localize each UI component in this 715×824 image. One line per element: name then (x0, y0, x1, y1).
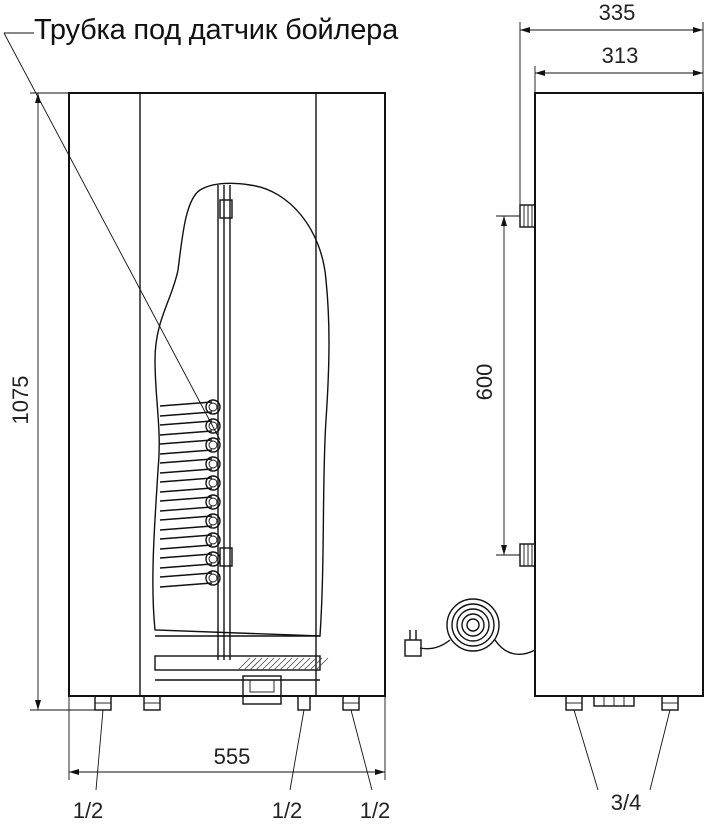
body-width-text: 313 (602, 43, 639, 68)
base-hatching (237, 657, 329, 671)
bracket-top (519, 204, 536, 228)
control-box-inner (249, 679, 275, 693)
cutaway-outline (152, 182, 330, 637)
pipe-middle-size: 1/2 (272, 798, 303, 823)
coil-turn-inner (208, 535, 218, 545)
pipe-right-size: 1/2 (360, 798, 391, 823)
pipe-left (94, 695, 112, 711)
total-arrow-right (693, 27, 703, 33)
hatch-line (297, 657, 311, 671)
coil-turn-inner (208, 478, 218, 488)
hatch-line (273, 657, 287, 671)
hatch-line (309, 657, 323, 671)
hatch-line (249, 657, 263, 671)
width-dimension-text: 555 (214, 744, 251, 769)
hatch-line (243, 657, 257, 671)
coil-turn-inner (208, 554, 218, 564)
height-dimension-text: 1075 (8, 376, 33, 425)
side-control-box (593, 695, 635, 707)
coil-turn (205, 437, 221, 453)
coil-turn (205, 456, 221, 472)
pipe-left-size: 1/2 (73, 798, 104, 823)
coil-turn (205, 513, 221, 529)
hatch-line (255, 657, 269, 671)
heating-coil (159, 399, 221, 588)
hatch-line (291, 657, 305, 671)
coil-row (159, 534, 213, 550)
front-view: 1075 555 1/2 1/2 1/2 (3, 32, 391, 823)
side-leader-left (573, 709, 599, 791)
pipe-left-inner (143, 695, 161, 711)
bracket-arrow-top (501, 216, 507, 226)
coil-turn-inner (208, 516, 218, 526)
leader-pipe-middle (289, 709, 305, 791)
coil-row (159, 477, 213, 493)
coil-row (159, 420, 213, 436)
hatch-line (303, 657, 317, 671)
leader-line-diagonal (3, 32, 221, 441)
side-body-outline (534, 92, 704, 697)
coil-turn (205, 494, 221, 510)
bracket-spacing-text: 600 (472, 364, 497, 401)
base-plate (154, 655, 321, 671)
coil-row (159, 401, 213, 417)
power-cord (494, 639, 536, 656)
hatch-line (237, 657, 251, 671)
hatch-line (261, 657, 275, 671)
power-cord-lead (419, 639, 451, 650)
coil-turn-inner (208, 497, 218, 507)
coil-turn (205, 399, 221, 415)
bracket-bottom (519, 543, 536, 567)
coil-row (159, 458, 213, 474)
bracket-arrow-bottom (501, 545, 507, 555)
width-arrow-left (69, 769, 79, 775)
total-width-text: 335 (599, 0, 636, 25)
coil-turn (205, 570, 221, 586)
front-body-outline (68, 92, 386, 697)
control-box (242, 675, 282, 705)
power-plug (404, 639, 422, 657)
height-arrow-bottom (35, 700, 41, 710)
pipe-middle (297, 695, 311, 711)
body-arrow-right (693, 70, 703, 76)
coil-turn (205, 418, 221, 434)
coil-turn-inner (208, 459, 218, 469)
sensor-tube-label: Трубка под датчик бойлера (34, 14, 398, 46)
coil-row (159, 572, 213, 588)
hatch-line (285, 657, 299, 671)
side-pipe-size: 3/4 (611, 790, 642, 815)
side-pipe-right (661, 695, 679, 711)
leader-pipe-left (95, 709, 104, 791)
hatch-line (315, 657, 329, 671)
total-arrow-left (520, 27, 530, 33)
side-leader-right (649, 709, 671, 791)
coil-row (159, 553, 213, 569)
coil-turn-inner (208, 402, 218, 412)
side-view: 600 335 313 (404, 0, 704, 815)
coil-row (159, 439, 213, 455)
coil-row (159, 496, 213, 512)
coil-turn-inner (208, 440, 218, 450)
pipe-right (342, 695, 360, 711)
power-cord-coil (404, 598, 536, 657)
coil-turn (205, 551, 221, 567)
hatch-line (279, 657, 293, 671)
width-arrow-right (375, 769, 385, 775)
height-arrow-top (35, 93, 41, 103)
coil-turn (205, 532, 221, 548)
side-pipe-left (565, 695, 583, 711)
coil-turn (205, 475, 221, 491)
sensor-tube-top (219, 199, 233, 219)
leader-pipe-right (350, 709, 373, 791)
body-arrow-left (535, 70, 545, 76)
coil-turn-inner (208, 573, 218, 583)
coil-row (159, 515, 213, 531)
coil-turn-inner (208, 421, 218, 431)
hatch-line (267, 657, 281, 671)
